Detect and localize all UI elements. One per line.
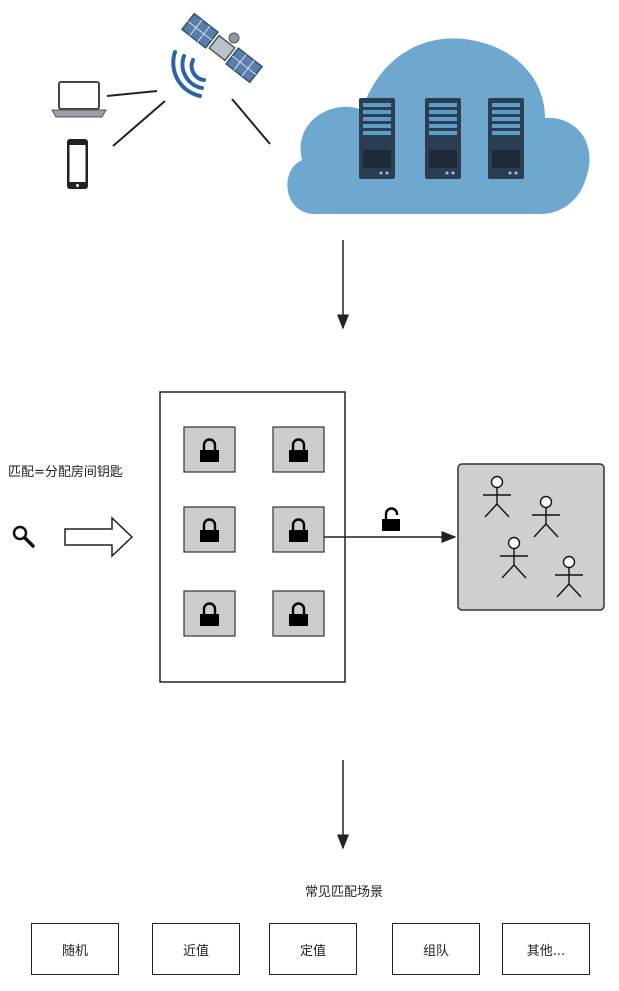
locked-room-cell [183, 506, 236, 553]
player-icon [555, 555, 583, 598]
scene-other: 其他... [502, 923, 590, 975]
match-equals-key-label: 匹配=分配房间钥匙 [8, 465, 123, 480]
server-icon [488, 98, 524, 179]
server-icon [359, 98, 395, 179]
locked-room-cell [183, 590, 236, 637]
player-icon [532, 495, 560, 538]
laptop-icon [51, 81, 107, 118]
satellite-cloud-link [231, 98, 271, 145]
scene-near-value: 近值 [152, 923, 240, 975]
player-icon [483, 475, 511, 518]
server-icon [425, 98, 461, 179]
unlocked-padlock-icon [382, 507, 400, 531]
scene-fixed-value: 定值 [269, 923, 357, 975]
player-icon [500, 536, 528, 579]
locked-room-cell [272, 506, 325, 553]
search-icon [12, 525, 35, 548]
common-scenes-title: 常见匹配场景 [305, 885, 384, 900]
phone-satellite-link [112, 100, 166, 147]
phone-icon [67, 139, 88, 189]
game-room-box [457, 463, 605, 611]
laptop-satellite-link [106, 90, 158, 97]
signal-waves-icon [171, 50, 206, 98]
scene-team: 组队 [392, 923, 480, 975]
scene-random: 随机 [31, 923, 119, 975]
locked-room-cell [272, 590, 325, 637]
locked-room-cell [183, 426, 236, 473]
satellite-icon [180, 12, 264, 84]
locked-room-cell [272, 426, 325, 473]
hollow-arrow-icon [64, 516, 134, 558]
